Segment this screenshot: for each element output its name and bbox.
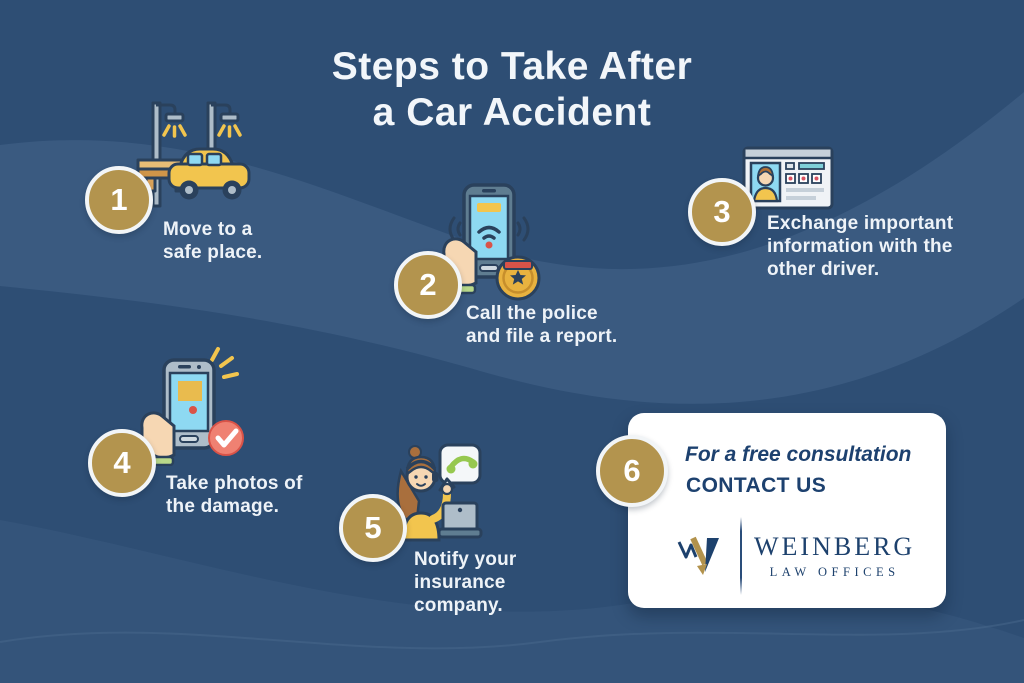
step-4-text: Take photos of the damage. — [166, 472, 303, 518]
step-2-number-label: 2 — [419, 267, 437, 302]
brand-text: WEINBERG LAW OFFICES — [754, 532, 915, 580]
logo-divider — [740, 517, 742, 595]
step-text-line: Move to a — [163, 219, 253, 240]
step-4-number: 4 — [88, 429, 156, 497]
step-1-number: 1 — [85, 166, 153, 234]
insurance-agent-headset-icon — [396, 443, 483, 542]
brand-name: WEINBERG — [754, 532, 916, 561]
step-3-text: Exchange important information with the … — [767, 212, 953, 281]
wave-line-bottom — [0, 619, 1024, 650]
wave-ribbon-upper — [0, 92, 1024, 404]
title-line-2: a Car Accident — [372, 91, 652, 134]
step-text-line: Call the police — [466, 303, 598, 324]
step-4-number-label: 4 — [113, 445, 131, 480]
step-text-line: Exchange important — [767, 213, 954, 234]
contact-us-text: CONTACT US — [686, 474, 827, 497]
step-2-number: 2 — [394, 251, 462, 319]
step-1-text: Move to a safe place. — [163, 218, 262, 264]
consultation-text: For a free consultation — [685, 443, 912, 466]
step-3-number-label: 3 — [713, 194, 731, 229]
step-1-number-label: 1 — [110, 182, 128, 217]
law-firm-logo: WEINBERG LAW OFFICES — [674, 517, 915, 595]
driver-id-card-icon — [742, 146, 834, 210]
contact-card: For a free consultation CONTACT US WEINB… — [628, 413, 946, 608]
step-5-text: Notify your insurance company. — [414, 548, 516, 617]
step-6-number-label: 6 — [623, 453, 641, 488]
weinberg-logo-mark-icon — [677, 536, 719, 575]
car-under-street-lamps-icon — [136, 101, 251, 208]
step-text-line: the damage. — [166, 496, 280, 517]
step-text-line: insurance — [414, 572, 506, 593]
page-title: Steps to Take After a Car Accident — [0, 44, 1024, 136]
step-text-line: Notify your — [414, 549, 517, 570]
step-text-line: information with the — [767, 236, 953, 257]
title-line-1: Steps to Take After — [331, 45, 693, 88]
step-6-number: 6 — [596, 435, 668, 507]
phone-call-police-badge-icon — [442, 183, 541, 301]
step-2-text: Call the police and file a report. — [466, 302, 617, 348]
step-text-line: safe place. — [163, 242, 263, 263]
step-5-number: 5 — [339, 494, 407, 562]
step-text-line: Take photos of — [166, 473, 303, 494]
step-5-number-label: 5 — [364, 510, 382, 545]
brand-subtitle: LAW OFFICES — [769, 565, 900, 579]
step-text-line: company. — [414, 595, 503, 616]
step-text-line: and file a report. — [466, 326, 618, 347]
step-text-line: other driver. — [767, 259, 880, 280]
step-3-number: 3 — [688, 178, 756, 246]
wave-ribbon-lower — [0, 520, 1024, 683]
